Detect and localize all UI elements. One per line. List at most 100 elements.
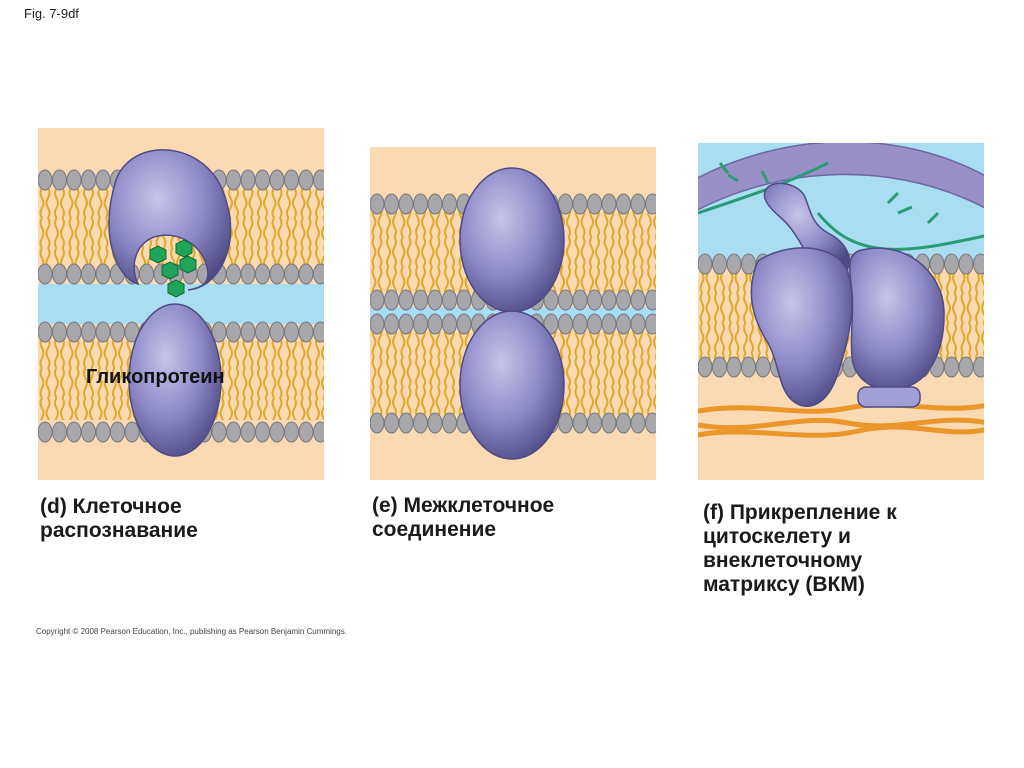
phospholipid-head	[756, 357, 770, 377]
phospholipid-head	[631, 413, 645, 433]
phospholipid-head	[299, 422, 313, 442]
phospholipid-head	[285, 422, 299, 442]
phospholipid-head	[314, 264, 325, 284]
phospholipid-head	[646, 413, 657, 433]
phospholipid-head	[646, 314, 657, 334]
phospholipid-head	[227, 322, 241, 342]
phospholipid-head	[270, 422, 284, 442]
phospholipid-head	[602, 194, 616, 214]
phospholipid-head	[399, 413, 413, 433]
phospholipid-head	[256, 170, 270, 190]
phospholipid-head	[414, 413, 428, 433]
caption-cell-recognition: (d) Клеточное распознавание	[40, 495, 330, 543]
phospholipid-head	[227, 422, 241, 442]
phospholipid-head	[82, 170, 96, 190]
phospholipid-head	[96, 422, 110, 442]
phospholipid-head	[742, 357, 756, 377]
phospholipid-head	[573, 194, 587, 214]
phospholipid-head	[53, 264, 67, 284]
phospholipid-head	[399, 314, 413, 334]
phospholipid-head	[270, 264, 284, 284]
phospholipid-head	[414, 314, 428, 334]
phospholipid-head	[370, 413, 384, 433]
caption-attachment-cytoskeleton-ecm: (f) Прикрепление к цитоскелету и внеклет…	[703, 501, 1003, 597]
phospholipid-head	[270, 170, 284, 190]
phospholipid-head	[53, 422, 67, 442]
phospholipid-head	[945, 254, 959, 274]
phospholipid-head	[385, 314, 399, 334]
phospholipid-head	[559, 194, 573, 214]
phospholipid-head	[559, 413, 573, 433]
phospholipid-head	[67, 264, 81, 284]
phospholipid-head	[111, 322, 125, 342]
phospholipid-head	[212, 422, 226, 442]
phospholipid-head	[443, 194, 457, 214]
phospholipid-head	[399, 194, 413, 214]
phospholipid-head	[385, 194, 399, 214]
phospholipid-head	[314, 322, 325, 342]
phospholipid-head	[428, 413, 442, 433]
figure-label: Fig. 7-9df	[24, 6, 79, 21]
phospholipid-head	[602, 413, 616, 433]
phospholipid-head	[67, 170, 81, 190]
phospholipid-head	[38, 422, 52, 442]
phospholipid-head	[241, 264, 255, 284]
junction-protein-upper	[460, 168, 564, 312]
phospholipid-head	[631, 194, 645, 214]
phospholipid-head	[285, 170, 299, 190]
phospholipid-head	[573, 413, 587, 433]
phospholipid-head	[314, 170, 325, 190]
phospholipid-head	[67, 422, 81, 442]
phospholipid-head	[588, 194, 602, 214]
phospholipid-head	[270, 322, 284, 342]
phospholipid-head	[617, 290, 631, 310]
copyright-notice: Copyright © 2008 Pearson Education, Inc.…	[36, 627, 347, 636]
phospholipid-head	[140, 264, 154, 284]
phospholipid-head	[256, 322, 270, 342]
phospholipid-head	[698, 357, 712, 377]
phospholipid-head	[385, 290, 399, 310]
phospholipid-head	[299, 264, 313, 284]
phospholipid-head	[930, 254, 944, 274]
phospholipid-head	[53, 322, 67, 342]
phospholipid-head	[285, 322, 299, 342]
phospholipid-head	[299, 322, 313, 342]
phospholipid-head	[727, 254, 741, 274]
phospholipid-head	[414, 194, 428, 214]
junction-protein-lower	[460, 311, 564, 459]
phospholipid-head	[82, 422, 96, 442]
phospholipid-head	[959, 254, 973, 274]
phospholipid-head	[96, 264, 110, 284]
phospholipid-head	[727, 357, 741, 377]
phospholipid-head	[588, 290, 602, 310]
phospholipid-head	[457, 290, 471, 310]
phospholipid-head	[314, 422, 325, 442]
phospholipid-head	[428, 314, 442, 334]
phospholipid-head	[111, 422, 125, 442]
glycoprotein-label: Гликопротеин	[86, 366, 225, 389]
phospholipid-head	[428, 290, 442, 310]
phospholipid-head	[53, 170, 67, 190]
phospholipid-head	[285, 264, 299, 284]
phospholipid-head	[573, 290, 587, 310]
phospholipid-head	[443, 290, 457, 310]
phospholipid-head	[385, 413, 399, 433]
panel-cell-recognition	[38, 128, 324, 480]
phospholipid-head	[399, 290, 413, 310]
phospholipid-head	[227, 264, 241, 284]
phospholipid-head	[559, 314, 573, 334]
phospholipid-head	[125, 422, 139, 442]
phospholipid-head	[370, 314, 384, 334]
phospholipid-head	[38, 264, 52, 284]
phospholipid-head	[602, 314, 616, 334]
phospholipid-head	[588, 314, 602, 334]
phospholipid-head	[713, 357, 727, 377]
phospholipid-head	[457, 314, 471, 334]
phospholipid-head	[742, 254, 756, 274]
phospholipid-head	[428, 194, 442, 214]
phospholipid-head	[646, 290, 657, 310]
phospholipid-head	[241, 422, 255, 442]
panel-intercellular-joining	[370, 147, 656, 480]
phospholipid-head	[617, 314, 631, 334]
phospholipid-head	[82, 264, 96, 284]
